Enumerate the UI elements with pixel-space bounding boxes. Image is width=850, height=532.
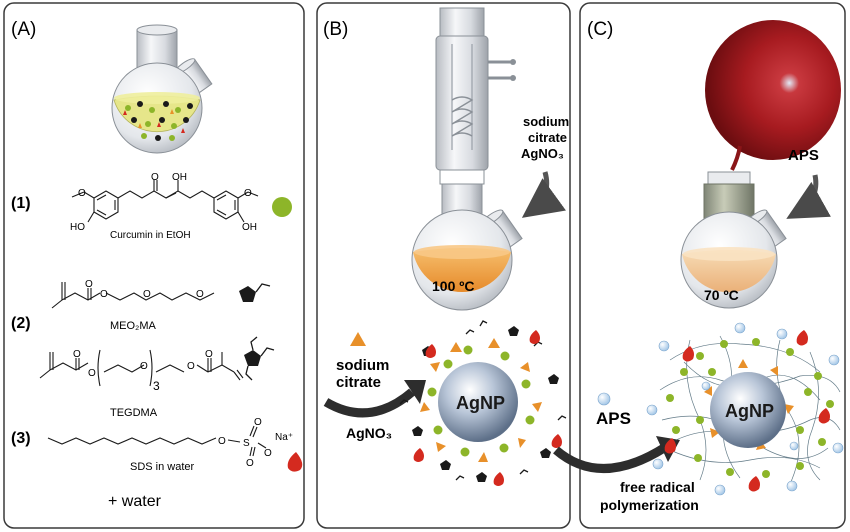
- balloon: [705, 20, 841, 171]
- process-c-line1: free radical: [620, 479, 695, 495]
- step-3-label: (3): [11, 430, 31, 447]
- panel-c: (C) APS 70 ºC APS free radical polymeriz…: [553, 2, 846, 529]
- meo2ma-o-carbonyl: O: [85, 279, 93, 290]
- sds-o-bridge: O: [218, 436, 226, 447]
- curcumin-cloud-c: [666, 338, 834, 478]
- tegdma-o-left: O: [88, 368, 96, 379]
- panel-c-label: (C): [587, 19, 613, 40]
- flask-c-temperature: 70 ºC: [704, 287, 739, 303]
- panel-a-label: (A): [11, 19, 36, 40]
- process-arrow-b: [323, 388, 415, 418]
- agnp-c: AgNP: [646, 322, 844, 496]
- arrow-b-top-line1: sodium: [336, 357, 389, 374]
- meo2ma-structure: [51, 282, 215, 309]
- meo2ma-o-ether-1: O: [143, 289, 151, 300]
- monomer-cloud-b: [399, 320, 567, 486]
- tegdma-subscript: 3: [153, 379, 160, 393]
- meo2ma-symbol: [239, 283, 271, 302]
- water-label: + water: [108, 493, 162, 510]
- flask-c: [680, 171, 787, 309]
- aps-cloud-c: [646, 322, 844, 496]
- meo2ma-o-ether-2: O: [196, 289, 204, 300]
- sds-head: [227, 425, 267, 457]
- reagent-b-arrow: [521, 171, 567, 218]
- sds-caption: SDS in water: [130, 461, 195, 473]
- aps-bead: [597, 392, 611, 406]
- panel-b-label: (B): [323, 19, 348, 40]
- tegdma-o-right: O: [187, 361, 195, 372]
- arrow-c-label: APS: [596, 409, 631, 428]
- tegdma-structure: [39, 349, 244, 387]
- atom-o-methoxy-right: O: [244, 188, 252, 199]
- tegdma-o-repeat: O: [140, 361, 148, 372]
- sds-s: S: [243, 438, 250, 449]
- atom-oh-right: OH: [242, 222, 257, 233]
- atom-oh-enol: OH: [172, 172, 187, 183]
- reagent-b-line2: citrate: [528, 130, 567, 145]
- meo2ma-caption: MEO₂MA: [110, 320, 156, 332]
- curcumin-caption: Curcumin in EtOH: [110, 230, 191, 241]
- sds-symbol: [287, 452, 303, 472]
- atom-ho-left: HO: [70, 222, 85, 233]
- flask-b-temperature: 100 ºC: [432, 278, 474, 294]
- sds-o-minus: O: [264, 448, 272, 459]
- curcumin-structure: [71, 180, 259, 223]
- sds-tail: [47, 437, 217, 445]
- reflux-condenser: [435, 7, 516, 219]
- agnp-b-label: AgNP: [456, 393, 505, 413]
- process-arrow-c: [553, 444, 667, 473]
- tegdma-symbol: [244, 336, 275, 381]
- agnp-c-label: AgNP: [725, 401, 774, 421]
- sds-o-bottom: O: [246, 458, 254, 469]
- process-c-line2: polymerization: [600, 497, 699, 513]
- curcumin-shell-b: [427, 345, 535, 457]
- curcumin-symbol: [272, 197, 292, 217]
- flask-a: [111, 24, 213, 154]
- panel-a-frame: [3, 2, 305, 529]
- agnp-b: AgNP: [399, 320, 567, 486]
- sds-o-top: O: [254, 417, 262, 428]
- process-arrow-b-head: [404, 380, 426, 404]
- flask-b: [411, 209, 523, 311]
- tegdma-o-carbonyl-left: O: [73, 349, 81, 360]
- reagent-b-line1: sodium: [523, 114, 569, 129]
- initiator-label: APS: [788, 147, 819, 164]
- panel-b: (B) 100 ºC sodium citrate AgNO₃: [316, 2, 571, 529]
- meo2ma-o-ester: O: [100, 289, 108, 300]
- flask-a-particles: [123, 101, 193, 141]
- step-2-label: (2): [11, 315, 31, 332]
- citrate-symbol: [350, 332, 366, 346]
- citrate-shell-c: [704, 359, 794, 450]
- panel-a: (A): [3, 2, 305, 529]
- arrow-b-top-line2: citrate: [336, 374, 381, 391]
- atom-o-methoxy-left: O: [78, 188, 86, 199]
- step-1-label: (1): [11, 195, 31, 212]
- sodium-ion: Na⁺: [275, 432, 293, 443]
- citrate-shell-b: [420, 338, 542, 462]
- initiator-arrow: [786, 174, 831, 219]
- atom-o-keto: O: [151, 172, 159, 183]
- tegdma-o-carbonyl-right: O: [205, 349, 213, 360]
- reagent-b-line3: AgNO₃: [521, 146, 564, 161]
- sds-cloud-c: [664, 330, 830, 492]
- tegdma-caption: TEGDMA: [110, 407, 158, 419]
- arrow-b-bottom: AgNO₃: [346, 425, 392, 441]
